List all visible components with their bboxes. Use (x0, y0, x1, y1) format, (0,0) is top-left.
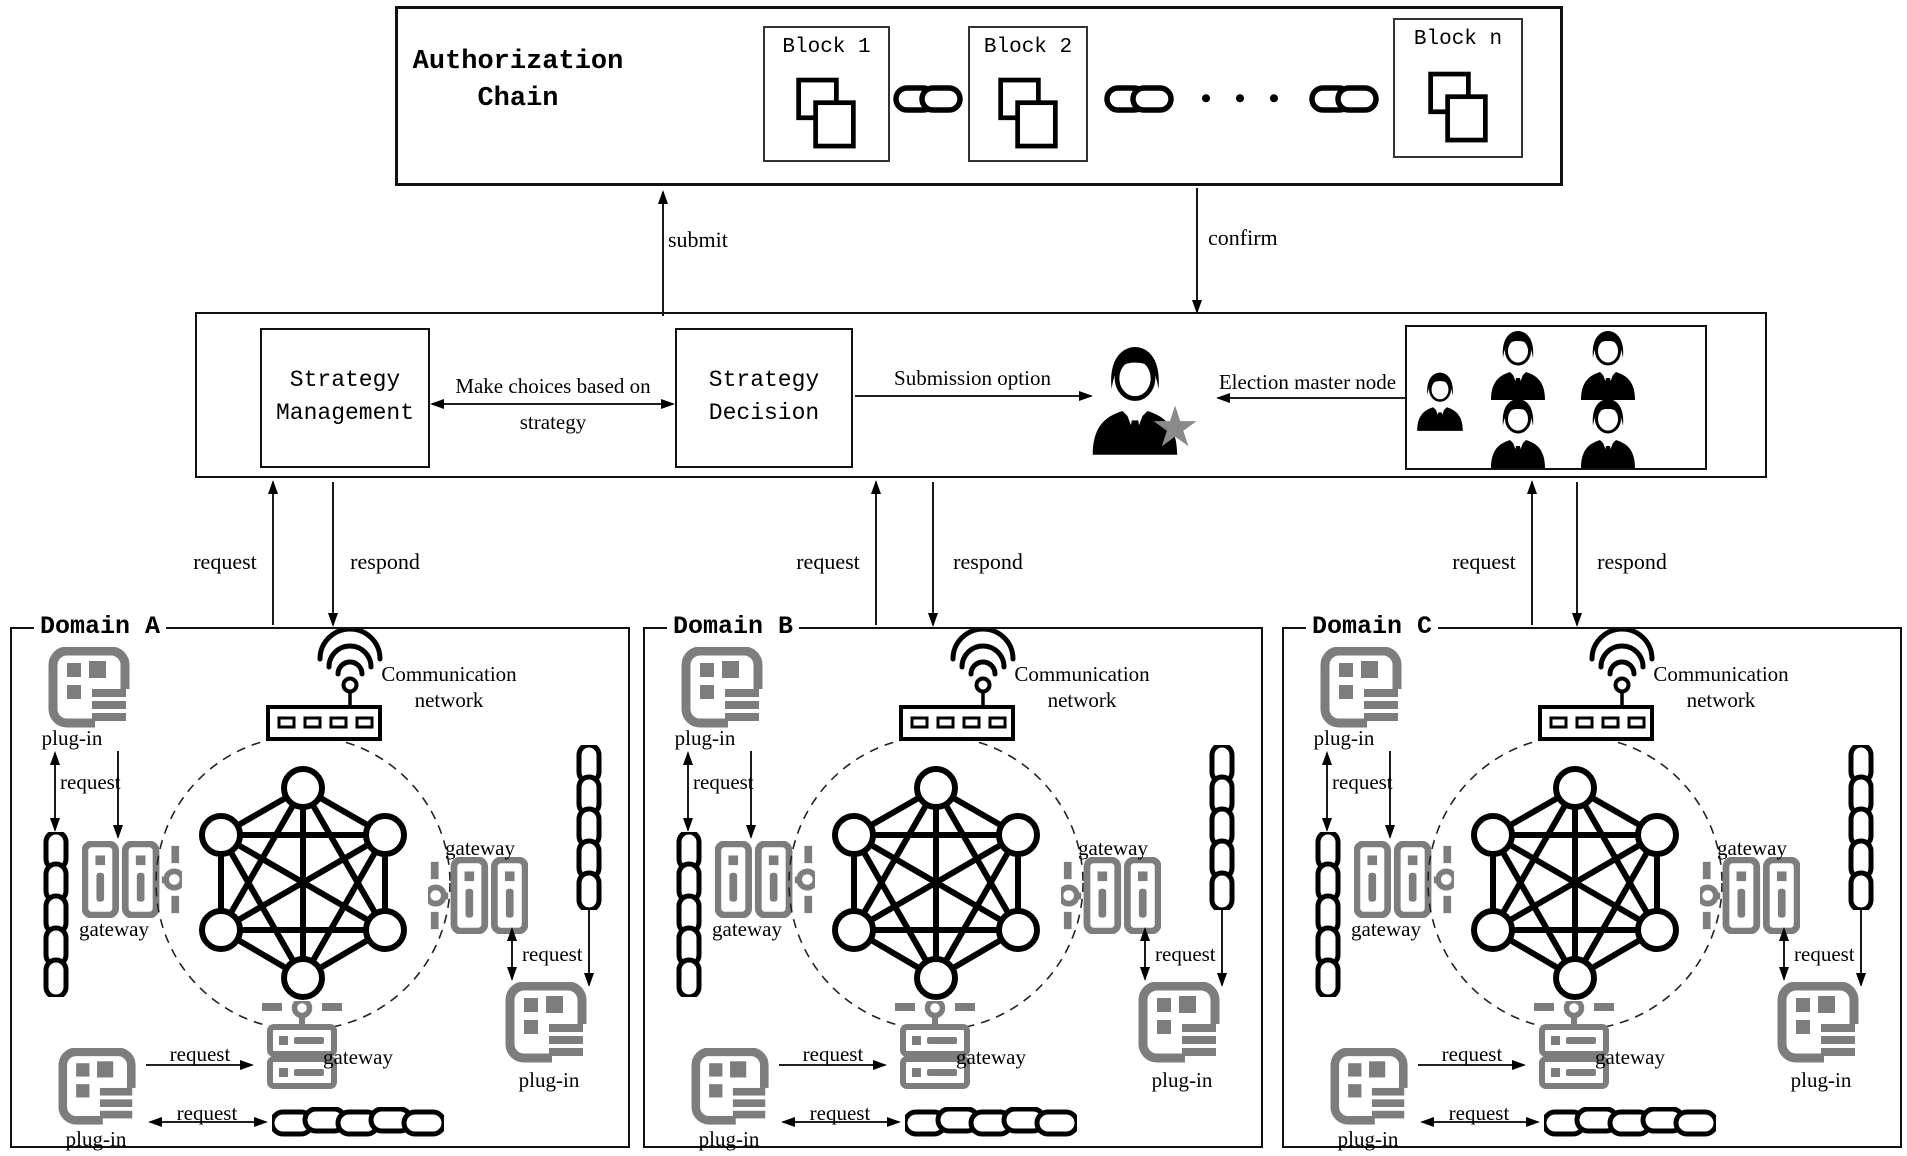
strategy-panel (195, 312, 1767, 478)
request-label: request (1155, 942, 1216, 966)
strategy-management-line1: Strategy (289, 367, 401, 393)
domain-c-request-label: request (1452, 549, 1516, 574)
comm-network-label-line1: Communication (1653, 662, 1789, 686)
request-label: request (693, 770, 754, 794)
request-label: request (809, 1101, 871, 1125)
submit-label: submit (668, 227, 728, 252)
strategy-decision-text: Strategy Decision (675, 328, 853, 430)
make-choices-label-line1: Make choices based on (455, 374, 651, 398)
election-committee-box (1405, 325, 1707, 470)
comm-network-label-line1: Communication (381, 662, 517, 686)
plugin-label: plug-in (698, 1127, 760, 1151)
block-1-box: Block 1 (763, 26, 890, 162)
block-n-label: Block n (1413, 28, 1503, 51)
strategy-decision-box (675, 328, 853, 468)
gateway-label: gateway (1078, 836, 1148, 860)
domain-label: Domain A (34, 611, 167, 643)
plugin-label: plug-in (41, 726, 103, 750)
ellipsis-dots: • • • (1200, 82, 1288, 115)
gateway-label: gateway (323, 1045, 393, 1069)
plugin-label: plug-in (1313, 726, 1375, 750)
gateway-label: gateway (445, 836, 515, 860)
block-1-label: Block 1 (782, 36, 871, 59)
confirm-label: confirm (1208, 225, 1278, 250)
authorization-chain-box (395, 6, 1563, 186)
authorization-chain-title: Authorization Chain (408, 44, 628, 118)
block-n-box: Block n (1393, 18, 1523, 158)
plugin-label: plug-in (1790, 1068, 1852, 1092)
strategy-decision-line2: Decision (708, 400, 820, 426)
plugin-label: plug-in (518, 1068, 580, 1092)
domain-box-c: Domain C plug-in request gateway Communi… (1282, 611, 1902, 1151)
submission-option-label: Submission option (894, 366, 1051, 390)
domain-b-respond-label: respond (953, 549, 1023, 574)
authorization-chain-title-line1: Authorization (412, 47, 624, 77)
comm-network-label-line2: network (1047, 688, 1117, 712)
master-node-star-icon: ★ (1150, 397, 1201, 459)
election-master-node-label: Election master node (1218, 370, 1397, 394)
gateway-label: gateway (1717, 836, 1787, 860)
block-2-label: Block 2 (983, 36, 1073, 59)
request-label: request (169, 1042, 231, 1066)
plugin-label: plug-in (1337, 1127, 1399, 1151)
gateway-label: gateway (712, 917, 782, 941)
domain-a-request-label: request (193, 549, 257, 574)
request-label: request (1441, 1042, 1503, 1066)
request-label: request (802, 1042, 864, 1066)
domain-b-request-label: request (796, 549, 860, 574)
strategy-management-text: Strategy Management (260, 328, 430, 430)
domain-box-b: Domain B plug-in request gateway Communi… (643, 611, 1263, 1151)
plugin-label: plug-in (674, 726, 736, 750)
domain-label: Domain C (1306, 611, 1439, 643)
comm-network-label-line1: Communication (1014, 662, 1150, 686)
authorization-chain-title-line2: Chain (477, 84, 559, 114)
request-label: request (60, 770, 121, 794)
request-label: request (1448, 1101, 1510, 1125)
comm-network-label-line2: network (414, 688, 484, 712)
strategy-management-line2: Management (275, 400, 415, 426)
plugin-label: plug-in (65, 1127, 127, 1151)
gateway-label: gateway (1351, 917, 1421, 941)
request-label: request (1794, 942, 1855, 966)
domain-a-respond-label: respond (350, 549, 420, 574)
gateway-label: gateway (79, 917, 149, 941)
request-label: request (522, 942, 583, 966)
request-label: request (176, 1101, 238, 1125)
comm-network-label-line2: network (1686, 688, 1756, 712)
gateway-label: gateway (1595, 1045, 1665, 1069)
make-choices-label-line2: strategy (519, 410, 587, 434)
block-2-box: Block 2 (968, 26, 1088, 162)
strategy-decision-line1: Strategy (708, 367, 820, 393)
domain-label: Domain B (667, 611, 800, 643)
plugin-label: plug-in (1151, 1068, 1213, 1092)
strategy-management-box (260, 328, 430, 468)
gateway-label: gateway (956, 1045, 1026, 1069)
request-label: request (1332, 770, 1393, 794)
domain-box-a: Domain A plug-in request gateway Communi… (10, 611, 630, 1151)
domain-c-respond-label: respond (1597, 549, 1667, 574)
